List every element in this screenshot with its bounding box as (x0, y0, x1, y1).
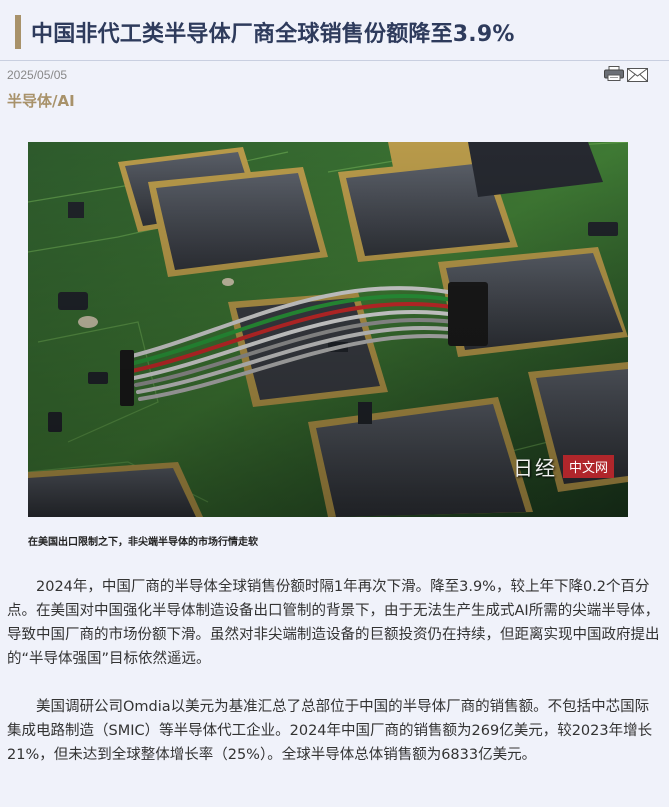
article-paragraph-1: 2024年，中国厂商的半导体全球销售份额时隔1年再次下滑。降至3.9%，较上年下… (7, 579, 660, 667)
circuit-board-illustration (28, 142, 628, 517)
photo-caption: 在美国出口限制之下，非尖端半导体的市场行情走软 (28, 537, 258, 548)
printer-icon[interactable] (604, 66, 624, 81)
watermark-label: 中文网 (562, 455, 614, 478)
article-paragraph-2: 美国调研公司Omdia以美元为基准汇总了总部位于中国的半导体厂商的销售额。不包括… (7, 699, 653, 763)
header-divider (0, 60, 669, 61)
article-title: 中国非代工类半导体厂商全球销售份额降至3.9% (31, 22, 515, 47)
title-bar: 中国非代工类半导体厂商全球销售份额降至3.9% (15, 14, 655, 50)
category-link[interactable]: 半导体/AI (7, 92, 75, 110)
article-date: 2025/05/05 (7, 68, 68, 82)
mail-icon[interactable] (627, 67, 648, 82)
title-accent-bar (15, 15, 21, 49)
watermark-logo: 日经 (512, 456, 557, 480)
article-photo: 日经 中文网 (28, 142, 628, 517)
photo-watermark: 日经 中文网 (513, 452, 614, 481)
